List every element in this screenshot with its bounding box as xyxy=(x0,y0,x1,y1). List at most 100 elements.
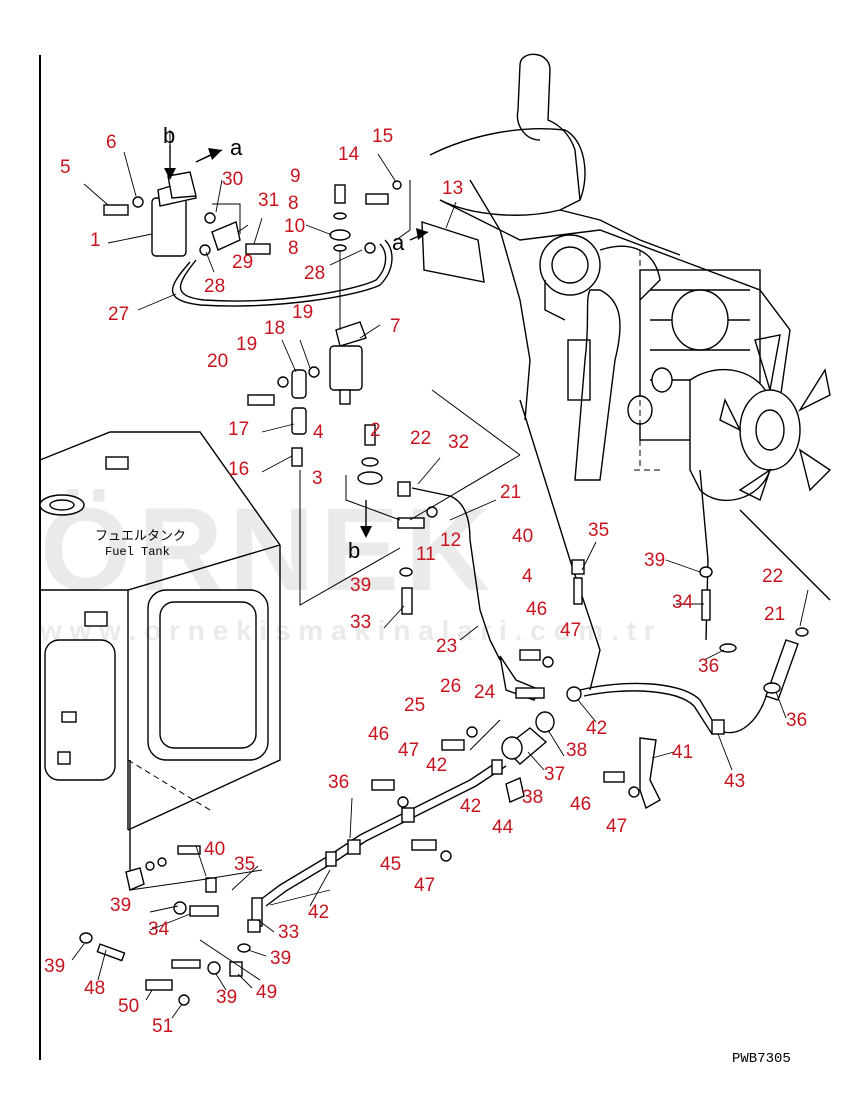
engine-pulley-upper xyxy=(671,289,729,351)
callout-47c: 47 xyxy=(606,816,627,837)
fuel-tank-label-jp: フュエルタンク xyxy=(95,529,186,544)
callout-12: 12 xyxy=(440,530,461,551)
callout-46b: 46 xyxy=(368,724,389,745)
callout-3: 3 xyxy=(312,468,323,489)
callout-39f: 39 xyxy=(216,987,237,1008)
fuel-lines-right xyxy=(519,399,831,810)
fittings-lower-left xyxy=(79,760,263,1006)
callout-47b: 47 xyxy=(398,740,419,761)
engine-turbocharger xyxy=(539,234,601,296)
callout-42d: 42 xyxy=(308,902,329,923)
engine-muffler xyxy=(429,128,586,216)
callout-30: 30 xyxy=(222,169,243,190)
callout-18: 18 xyxy=(264,318,285,339)
engine-cooling-fan xyxy=(719,334,832,501)
callout-5: 5 xyxy=(60,157,71,178)
view-arrow-a-lower xyxy=(416,228,428,240)
callout-19b: 19 xyxy=(292,302,313,323)
callout-23: 23 xyxy=(436,636,457,657)
callout-8b: 8 xyxy=(288,238,299,259)
bracket-13 xyxy=(421,221,485,283)
fuel-filter-1 xyxy=(151,130,213,257)
callout-leaders xyxy=(71,151,809,1019)
fuel-tank: フュエルタンク Fuel Tank xyxy=(39,431,281,831)
callout-39c: 39 xyxy=(110,895,131,916)
fuel-lines-center xyxy=(259,539,582,907)
callout-28b: 28 xyxy=(304,263,325,284)
watermark: ÖRNEK w w w . o r n e k i s m a k i n a … xyxy=(39,484,655,646)
callout-36b: 36 xyxy=(786,710,807,731)
callout-33b: 33 xyxy=(278,922,299,943)
view-a-label-upper: a xyxy=(230,135,243,160)
leader-guides xyxy=(212,180,521,606)
callout-31: 31 xyxy=(258,190,279,211)
callout-43: 43 xyxy=(724,771,745,792)
watermark-url: w w w . o r n e k i s m a k i n a l a r … xyxy=(39,615,655,646)
callout-35b: 35 xyxy=(234,854,255,875)
callout-42a: 42 xyxy=(586,718,607,739)
engine-air-intake-pipe xyxy=(519,53,581,201)
hose-43 xyxy=(579,682,769,734)
callout-6: 6 xyxy=(106,132,117,153)
fitting-44 xyxy=(505,777,525,803)
callout-35a: 35 xyxy=(588,520,609,541)
callout-44: 44 xyxy=(492,817,514,838)
drawing-code: PWB7305 xyxy=(732,1051,791,1067)
callout-46a: 46 xyxy=(526,599,547,620)
callout-20: 20 xyxy=(207,351,228,372)
callout-labels: 1234456788910111213141516171819192021212… xyxy=(44,126,807,1037)
callout-21b: 21 xyxy=(764,604,785,625)
callout-40a: 40 xyxy=(512,526,533,547)
callout-40b: 40 xyxy=(204,839,225,860)
callout-45: 45 xyxy=(380,854,401,875)
callout-48: 48 xyxy=(84,978,105,999)
fuel-tank-cap xyxy=(39,494,85,516)
bracket-41 xyxy=(639,737,661,810)
callout-46c: 46 xyxy=(570,794,591,815)
callout-15: 15 xyxy=(372,126,393,147)
callout-32: 32 xyxy=(448,432,469,453)
callout-39d: 39 xyxy=(270,948,291,969)
callout-42c: 42 xyxy=(460,796,481,817)
callout-34a: 34 xyxy=(672,592,694,613)
callout-39e: 39 xyxy=(44,956,65,977)
hose-27 xyxy=(171,239,393,307)
callout-39a: 39 xyxy=(644,550,665,571)
callout-8a: 8 xyxy=(288,193,299,214)
callout-38b: 38 xyxy=(522,787,543,808)
callout-24: 24 xyxy=(474,682,496,703)
fuel-tank-label-en: Fuel Tank xyxy=(105,545,170,559)
callout-36a: 36 xyxy=(698,656,719,677)
callout-19a: 19 xyxy=(236,334,257,355)
engine-assembly xyxy=(429,53,832,502)
fuel-tank-access-cover xyxy=(147,589,269,761)
callout-28a: 28 xyxy=(204,276,225,297)
view-b-label-upper: b xyxy=(163,123,175,148)
callout-10: 10 xyxy=(284,216,305,237)
callout-51: 51 xyxy=(152,1016,173,1037)
callout-27: 27 xyxy=(108,304,129,325)
callout-34b: 34 xyxy=(148,919,170,940)
callout-26: 26 xyxy=(440,676,461,697)
view-arrow-b-upper xyxy=(164,168,176,180)
callout-38a: 38 xyxy=(566,740,587,761)
engine-exhaust-pipe xyxy=(574,289,621,481)
callout-22a: 22 xyxy=(410,428,431,449)
view-markers: a b a b xyxy=(163,123,429,563)
callout-14: 14 xyxy=(338,144,360,165)
fitting-38-upper xyxy=(535,711,555,733)
callout-29: 29 xyxy=(232,252,253,273)
callout-25: 25 xyxy=(404,695,425,716)
fasteners-top xyxy=(103,180,402,256)
callout-13: 13 xyxy=(442,178,463,199)
callout-21a: 21 xyxy=(500,482,521,503)
callout-4a: 4 xyxy=(313,422,324,443)
callout-2: 2 xyxy=(370,420,381,441)
callout-36c: 36 xyxy=(328,772,349,793)
callout-37: 37 xyxy=(544,764,565,785)
callout-50: 50 xyxy=(118,996,139,1017)
callout-47d: 47 xyxy=(414,875,435,896)
view-arrow-a-upper xyxy=(208,148,222,160)
fuel-filter-7 xyxy=(329,321,367,405)
